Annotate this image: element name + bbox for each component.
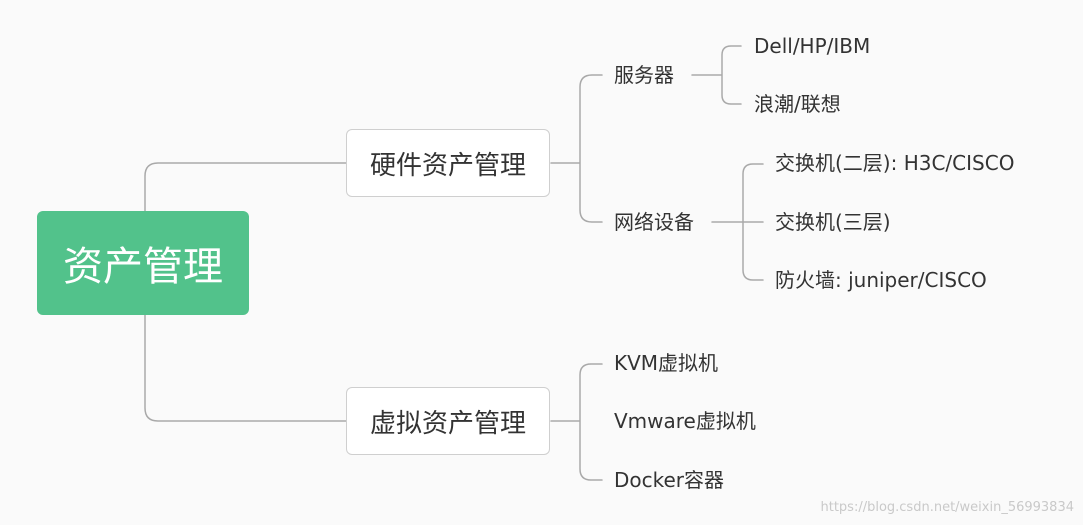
- connector-hardware-children: [550, 74, 603, 223]
- virtual-item-vmware[interactable]: Vmware虚拟机: [614, 409, 756, 433]
- network-item-firewall[interactable]: 防火墙: juniper/CISCO: [775, 268, 987, 292]
- connector-network-children: [711, 163, 764, 281]
- server-node[interactable]: 服务器: [614, 63, 674, 87]
- watermark-text: https://blog.csdn.net/weixin_56993834: [820, 500, 1074, 515]
- connector-virtual-children: [550, 363, 603, 481]
- hardware-asset-node[interactable]: 硬件资产管理: [346, 129, 550, 197]
- connector-root-virtual: [144, 314, 347, 422]
- root-node[interactable]: 资产管理: [37, 211, 249, 315]
- virtual-asset-node[interactable]: 虚拟资产管理: [346, 387, 550, 455]
- network-item-l2-switch[interactable]: 交换机(二层): H3C/CISCO: [775, 151, 1015, 175]
- connector-root-hardware: [144, 162, 347, 212]
- server-item-dell-hp-ibm[interactable]: Dell/HP/IBM: [754, 34, 871, 58]
- network-device-node[interactable]: 网络设备: [614, 210, 694, 234]
- connector-server-children: [691, 45, 742, 105]
- server-item-inspur-lenovo[interactable]: 浪潮/联想: [754, 92, 841, 116]
- virtual-item-kvm[interactable]: KVM虚拟机: [614, 351, 719, 375]
- network-item-l3-switch[interactable]: 交换机(三层): [775, 210, 891, 234]
- virtual-item-docker[interactable]: Docker容器: [614, 468, 725, 492]
